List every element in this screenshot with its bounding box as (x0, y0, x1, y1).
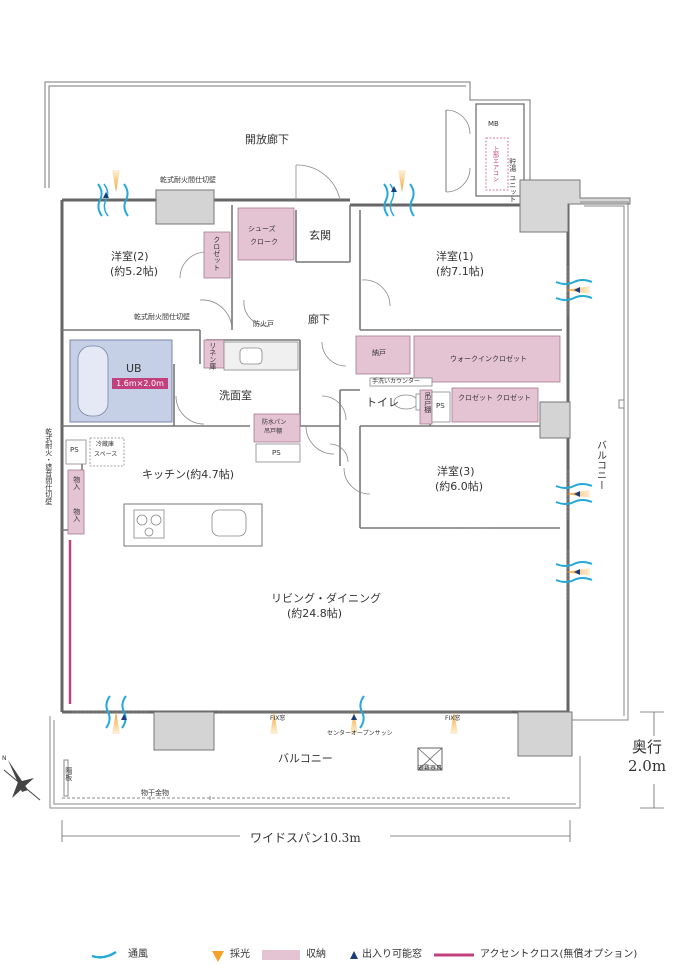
ps3-label: PS (272, 449, 281, 457)
dry-partition-top-label: 乾式耐火間仕切壁 (160, 176, 216, 184)
evacuation-label: 避難器具 (418, 765, 443, 772)
washroom-label: 洗面室 (219, 389, 252, 402)
closet-w3a-label: クロゼット (458, 394, 493, 402)
depth-label-2: 2.0m (628, 756, 667, 775)
water-heater-tag: 上部エアコン (491, 146, 499, 182)
fridge-label-2: スペース (94, 451, 118, 458)
wide-span-dimension (61, 820, 571, 842)
corner-columns (153, 179, 631, 757)
waterproof-label-1: 防水パン (262, 419, 287, 426)
western1-label: 洋室(1) (436, 250, 474, 263)
waterproof-pan (253, 413, 301, 443)
legend-storage: 収納 (306, 949, 326, 960)
ub-size-badge: 1.6m×2.0m (112, 378, 168, 389)
legend-storage-icon (262, 950, 300, 960)
fix1-label: FIX窓 (270, 715, 286, 722)
shoes-cloak-label-2: クローク (250, 238, 278, 246)
wide-span-label: ワイドスパン10.3m (250, 831, 361, 845)
western2-area: (約5.2帖) (110, 265, 159, 278)
center-open-label: センターオープンサッシ (327, 730, 393, 737)
legend-door-icon (350, 951, 358, 959)
bottom-ventilation-mid (350, 695, 365, 734)
door-swings (175, 164, 391, 495)
evacuation-hatch (417, 747, 443, 771)
mb-box (445, 103, 525, 197)
right-ventilation-2 (555, 483, 593, 505)
ps-boxes (65, 391, 451, 467)
compass (3, 760, 41, 801)
legend-ventilation: 通風 (128, 949, 148, 960)
walk-in-closet (413, 335, 561, 383)
ub-label: UB (126, 362, 142, 375)
western2-label: 洋室(2) (111, 250, 149, 263)
western3-area: (約6.0帖) (435, 480, 484, 493)
living-area: (約24.8帖) (287, 607, 343, 620)
right-ventilation-1 (555, 279, 593, 301)
legend-light: 採光 (230, 949, 250, 960)
right-balcony-outline (572, 201, 629, 721)
storage-room (355, 335, 411, 375)
dry-partition-left-label: 乾式耐火・遮音間仕切壁 (44, 428, 53, 505)
waterproof-label-2: 吊戸棚 (264, 428, 283, 435)
water-heater-label: 貯湯 ユニット (508, 158, 517, 203)
living-label: リビング・ダイニング (271, 592, 381, 605)
legend-wind-icon (91, 950, 117, 959)
western3-label: 洋室(3) (437, 465, 475, 478)
storage-room-label: 納戸 (372, 349, 386, 357)
closet-western2-label: クロゼット (212, 236, 221, 271)
top-ventilation-left (97, 170, 129, 217)
bottom-ventilation-left (105, 695, 127, 734)
window-ticks (72, 266, 569, 713)
closets-western3 (451, 387, 539, 423)
balcony-bottom-label: バルコニー (278, 752, 333, 765)
mb-label: MB (488, 120, 499, 128)
shoes-cloak-label-1: シューズ (248, 225, 276, 233)
depth-dimension (640, 711, 664, 809)
bottom-light-left (270, 712, 278, 734)
legend: 通風 採光 収納 出入り可能窓 アクセントクロス(無償オプション) (0, 945, 676, 965)
hall-label: 廊下 (308, 313, 330, 326)
open-corridor-outline (44, 81, 531, 195)
toilet-fixture (369, 377, 433, 411)
storage-left (67, 469, 85, 535)
right-ventilation-3 (555, 561, 593, 583)
legend-graphics (91, 950, 474, 962)
legend-light-icon (212, 951, 224, 962)
entrance-label: 玄関 (309, 229, 331, 242)
legend-door: 出入り可能窓 (362, 949, 422, 960)
balcony-side-label: バルコニー (594, 440, 606, 490)
clothes-hanger-label: 物干金物 (141, 789, 169, 797)
open-corridor-label: 開放廊下 (245, 133, 289, 146)
depth-dimension-label: 奥行 2.0m (628, 738, 666, 776)
storage-areas (67, 207, 561, 535)
kitchen-island (123, 503, 263, 547)
partition-board-label: 隔板 (64, 767, 73, 781)
depth-label-1: 奥行 (632, 738, 663, 756)
hanging-shelf-label: 吊戸棚 (423, 392, 432, 413)
western1-area: (約7.1帖) (436, 265, 485, 278)
storage-b-label: 物入 (72, 508, 81, 522)
dry-partition-mid-label: 乾式耐火間仕切壁 (134, 313, 190, 321)
fridge-label-1: 冷蔵庫 (96, 441, 115, 448)
washroom-vanity (223, 341, 299, 371)
walk-in-closet-label: ウォークインクロゼット (450, 355, 527, 363)
toilet-label: トイレ (366, 396, 399, 409)
shoes-cloak (237, 207, 295, 261)
hand-counter-label: 手洗いカウンター (372, 378, 421, 385)
ps2-label: PS (70, 446, 79, 454)
north-label: N (2, 755, 7, 762)
kitchen-label: キッチン(約4.7帖) (142, 468, 235, 481)
bottom-light-right (450, 712, 458, 734)
fire-door-label: 防火戸 (253, 320, 274, 328)
closet-w3b-label: クロゼット (496, 394, 531, 402)
fix2-label: FIX窓 (445, 715, 461, 722)
linen-label: リネン庫 (208, 342, 217, 370)
ps1-label: PS (436, 402, 445, 410)
closet-western2 (203, 231, 231, 279)
legend-accent: アクセントクロス(無償オプション) (480, 949, 638, 960)
bottom-balcony-outline (49, 716, 581, 809)
top-ventilation-right (383, 170, 415, 217)
storage-a-label: 物入 (72, 476, 81, 490)
